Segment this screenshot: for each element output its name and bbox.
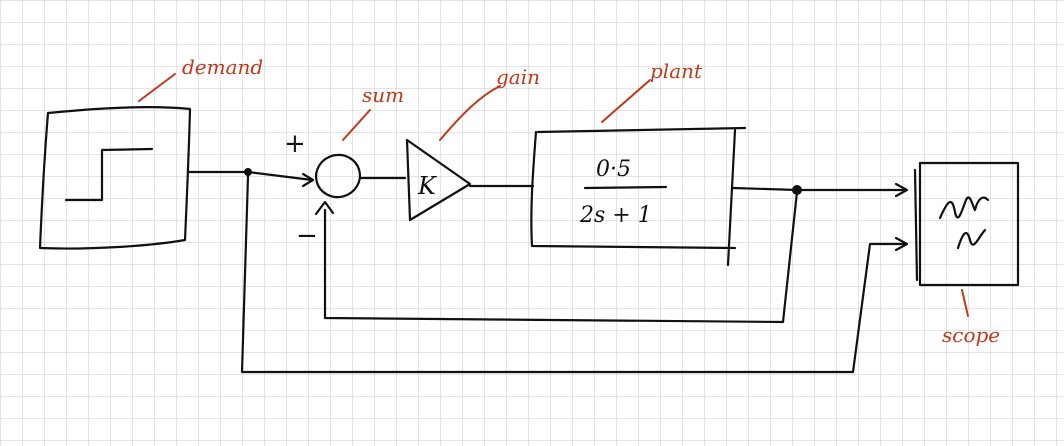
- minus-sign: −: [296, 221, 318, 251]
- label-plant: plant: [650, 59, 703, 83]
- plus-sign: +: [284, 129, 306, 159]
- connection-wires: [186, 168, 909, 374]
- waveform-icon-top: [938, 196, 990, 220]
- label-scope: scope: [942, 323, 1000, 347]
- tf-numerator: 0·5: [596, 157, 631, 182]
- label-gain: gain: [496, 65, 540, 89]
- label-sum: sum: [362, 83, 404, 107]
- waveform-icon-bottom: [956, 228, 987, 250]
- step-icon: [64, 147, 154, 202]
- annotations: demand sum gain plant scope: [138, 55, 1000, 347]
- gain-symbol: K: [417, 172, 438, 200]
- gain-block: K: [405, 138, 472, 222]
- demand-block: [38, 106, 192, 250]
- plant-block: 0·5 2s + 1: [530, 126, 747, 267]
- tf-denominator: 2s + 1: [579, 203, 652, 228]
- scope-block: [913, 161, 1020, 287]
- label-demand: demand: [182, 55, 263, 79]
- sum-junction: + −: [284, 129, 362, 251]
